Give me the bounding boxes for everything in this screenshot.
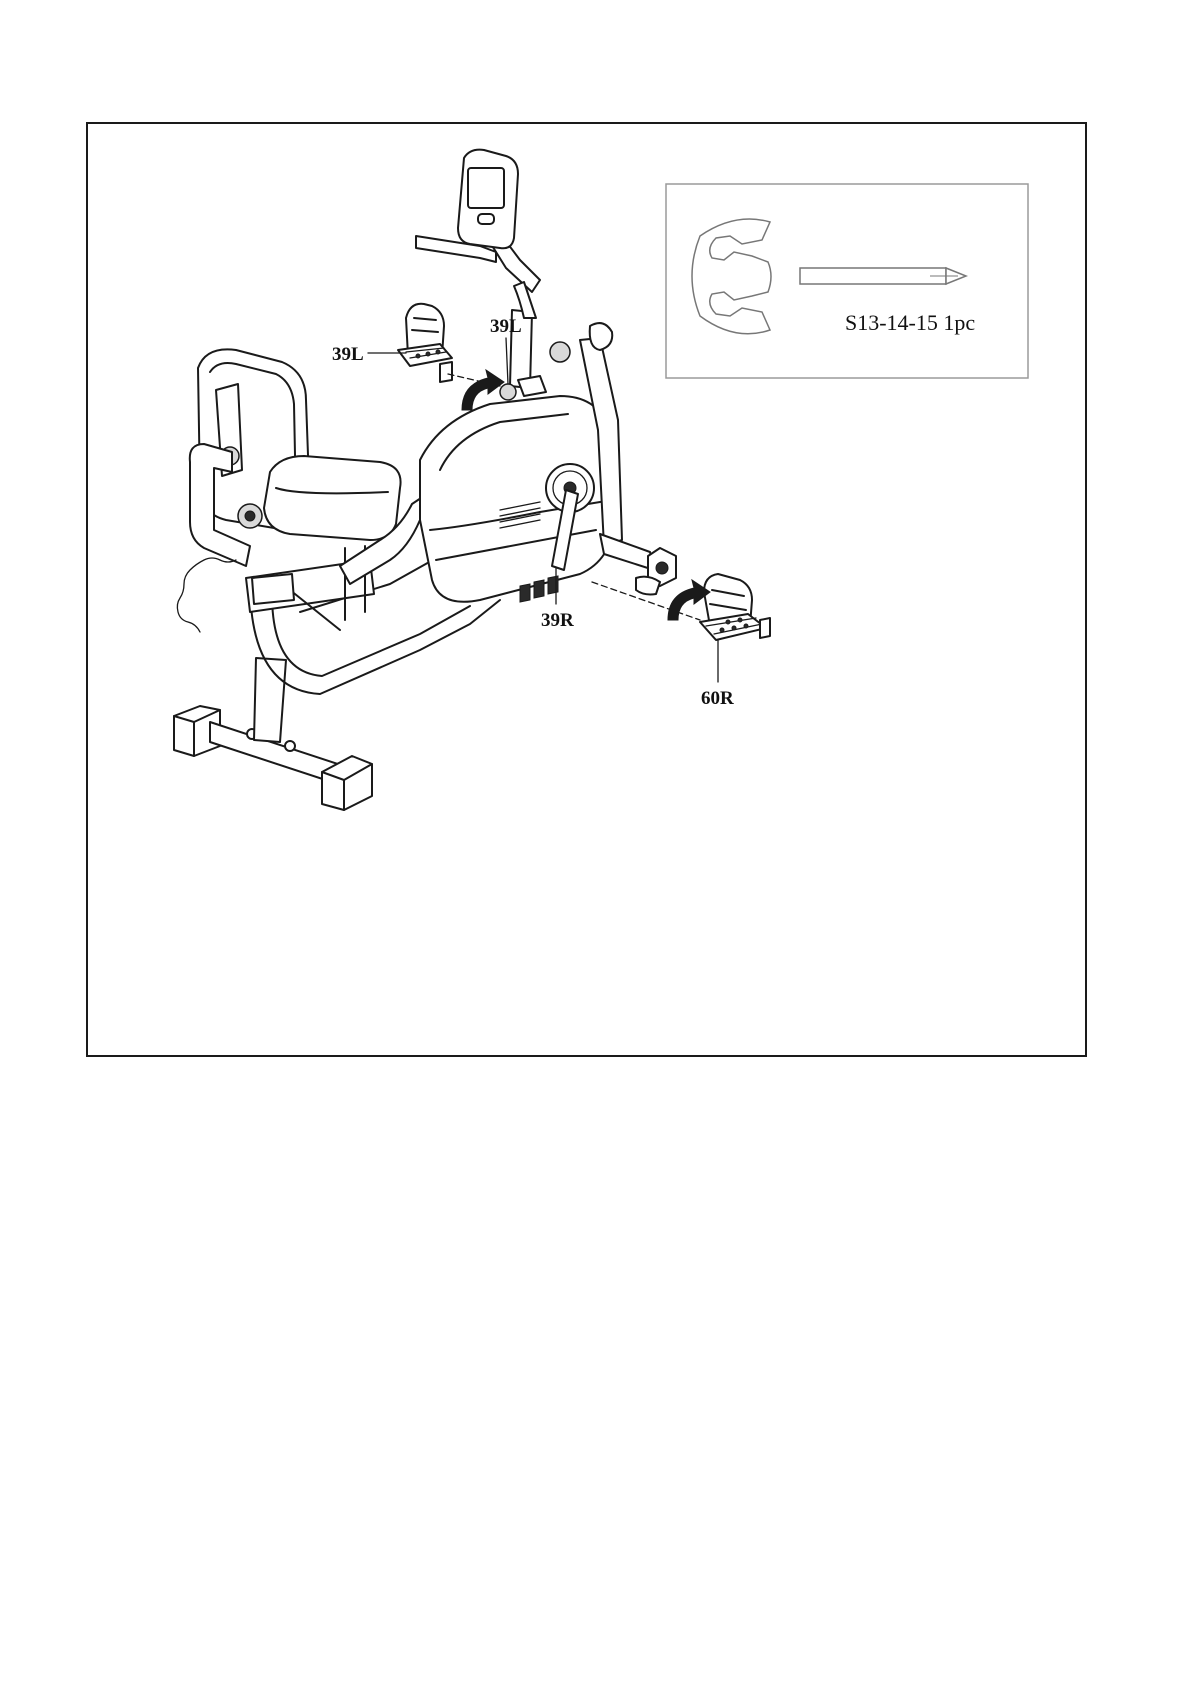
wrench-handle — [800, 268, 946, 284]
callout-39l-crank: 39L — [490, 316, 522, 337]
front-stabilizer — [600, 534, 676, 595]
wrench-icon — [692, 219, 771, 334]
tool-inset: S13-14-15 1pc — [666, 184, 1028, 378]
callout-39r-crank: 39R — [541, 610, 574, 631]
rear-leg — [254, 658, 286, 742]
left-pedal — [398, 304, 500, 386]
console — [458, 150, 518, 249]
adjust-spring — [177, 558, 236, 632]
left-crank — [518, 376, 546, 396]
flywheel-housing — [420, 396, 614, 602]
callout-39l-pedal: 39L — [332, 344, 364, 365]
callout-60r-pedal: 60R — [701, 688, 734, 709]
tool-label: S13-14-15 1pc — [845, 310, 975, 335]
seat-cushion — [264, 456, 401, 540]
